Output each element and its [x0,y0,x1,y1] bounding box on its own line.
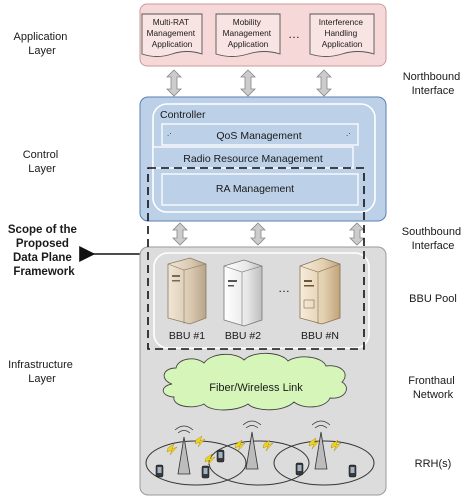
svg-text:Mobility Management: Mobility Management Application [223,17,274,49]
controller-label: Controller [160,109,206,121]
qos-corner-dots-left: .· [167,129,172,138]
scope-dashed-box [147,167,365,350]
qos-corner-dots-right: .· [346,129,351,138]
ra-box [161,173,359,206]
bbu-2-server-icon [223,259,263,327]
fronthaul-link-label: Fiber/Wireless Link [209,382,303,394]
rrh-antenna-icon [174,420,331,475]
infrastructure-layer-label: Infrastructure Layer [8,359,76,385]
fronthaul-network-label: Fronthaul Network [408,375,458,401]
wireless-signal-icon [166,435,342,466]
qos-label: QoS Management [216,130,301,142]
app-mobility: Mobility Management Application [215,13,281,57]
app-multi-rat: Multi-RAT Management Application [141,13,203,57]
app-ellipsis: … [288,27,300,41]
svg-text:Interference Handling: Interference Handling Application [319,17,366,49]
bbu-2-label: BBU #2 [225,330,261,342]
app-interference: Interference Handling Application [309,13,375,57]
northbound-interface-label: Northbound Interface [403,71,464,97]
southbound-arrows [172,222,365,246]
bbu-1-server-icon [167,257,207,325]
scope-label: Scope of the Proposed Data Plane Framewo… [8,224,80,278]
bbu-ellipsis: … [278,281,290,295]
northbound-arrows [166,69,332,97]
fronthaul-cloud [162,352,347,411]
rrm-label: Radio Resource Management [183,153,323,165]
bbu-pool-label: BBU Pool [409,293,457,305]
control-layer-label: Control Layer [23,149,62,175]
bbu-1-label: BBU #1 [169,330,205,342]
qos-box [161,123,359,146]
southbound-interface-label: Southbound Interface [402,226,464,252]
application-layer-label: Application Layer [14,31,71,57]
rrh-label: RRH(s) [415,458,452,470]
bbu-n-label: BBU #N [301,330,339,342]
bbu-n-server-icon [299,257,341,325]
svg-text:Multi-RAT Management: Multi-RAT Management Application [147,17,198,49]
ra-label: RA Management [216,183,294,195]
